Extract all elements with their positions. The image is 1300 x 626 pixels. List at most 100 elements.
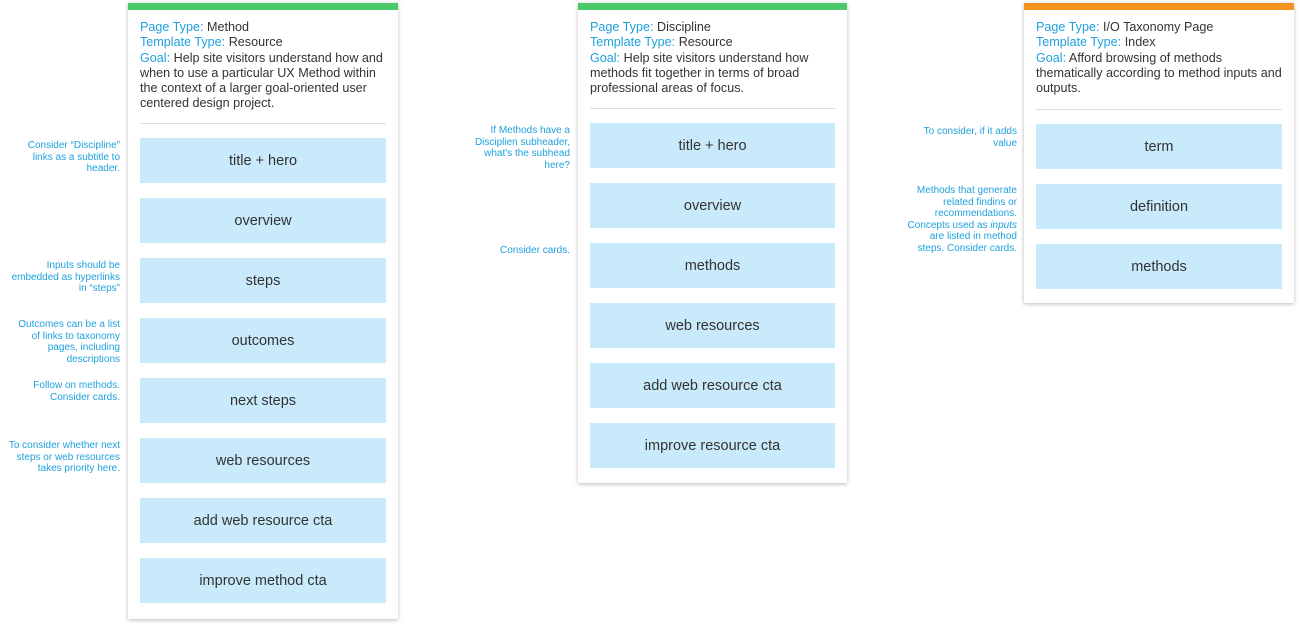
- goal-text-line: outputs.: [1036, 81, 1081, 96]
- section-steps[interactable]: steps: [140, 258, 386, 303]
- annotation-note: If Methods have a Disciplien subheader, …: [430, 125, 570, 171]
- page-type-row: Page Type: I/O Taxonomy Page: [1036, 20, 1282, 35]
- annotation-note: Outcomes can be a list of links to taxon…: [0, 319, 120, 365]
- header-divider: [590, 108, 835, 109]
- section-definition[interactable]: definition: [1036, 184, 1282, 229]
- note-line: what's the subhead: [484, 148, 570, 160]
- template-type-value: Resource: [678, 35, 733, 50]
- note-line: Consider cards.: [499, 245, 570, 256]
- goal-label: Goal:: [590, 50, 621, 65]
- note-line: If Methods have a: [490, 125, 571, 136]
- section-methods[interactable]: methods: [590, 243, 835, 288]
- section-title-hero[interactable]: title + hero: [590, 123, 835, 168]
- section-improve-resource-cta[interactable]: improve resource cta: [590, 423, 835, 468]
- note-line: Concepts used as inputs: [907, 219, 1017, 231]
- goal-text-line: centered design project.: [140, 96, 275, 111]
- note-line: Outcomes can be a list: [18, 319, 120, 330]
- template-type-label: Template Type:: [590, 35, 676, 50]
- page-type-row: Page Type: Discipline: [590, 20, 835, 35]
- template-type-label: Template Type:: [1036, 35, 1122, 50]
- annotation-note: To consider, if it adds value: [877, 126, 1017, 149]
- page-type-value: Method: [207, 20, 250, 34]
- template-type-value: Resource: [228, 35, 283, 50]
- annotation-note: Consider cards.: [430, 245, 570, 257]
- taxonomy-page-card: Page Type: I/O Taxonomy Page Template Ty…: [1024, 3, 1294, 303]
- note-line: header.: [86, 163, 120, 175]
- note-line: recommendations.: [934, 208, 1017, 220]
- template-type-row: Template Type: Resource: [140, 35, 386, 50]
- card-header: Page Type: I/O Taxonomy Page Template Ty…: [1024, 10, 1294, 96]
- section-overview[interactable]: overview: [140, 198, 386, 243]
- page-type-label: Page Type:: [590, 20, 654, 34]
- section-web-resources[interactable]: web resources: [140, 438, 386, 483]
- section-add-web-resource-cta[interactable]: add web resource cta: [140, 498, 386, 543]
- section-methods[interactable]: methods: [1036, 244, 1282, 289]
- note-line: Inputs should be: [46, 260, 120, 271]
- section-overview[interactable]: overview: [590, 183, 835, 228]
- annotation-note: Consider “Discipline” links as a subtitl…: [0, 140, 120, 175]
- annotation-note: Inputs should be embedded as hyperlinks …: [0, 260, 120, 295]
- goal-label: Goal:: [1036, 50, 1067, 65]
- note-line: To consider, if it adds: [923, 126, 1017, 137]
- goal-text-line: the context of a larger goal-oriented us…: [140, 81, 367, 96]
- annotation-note: Follow on methods. Consider cards.: [0, 380, 120, 403]
- section-improve-method-cta[interactable]: improve method cta: [140, 558, 386, 603]
- note-line: Consider cards.: [49, 391, 120, 403]
- goal-label: Goal:: [140, 50, 171, 65]
- goal-text-line: methods fit together in terms of broad: [590, 65, 800, 80]
- note-line: value: [993, 137, 1017, 149]
- page-type-value: Discipline: [657, 20, 711, 34]
- note-line: embedded as hyperlinks: [11, 271, 120, 283]
- note-line: To consider whether next: [8, 440, 120, 451]
- section-next-steps[interactable]: next steps: [140, 378, 386, 423]
- card-header: Page Type: Discipline Template Type: Res…: [578, 10, 847, 96]
- header-divider: [140, 123, 386, 124]
- note-line: descriptions: [66, 353, 120, 365]
- note-line: in “steps”: [78, 283, 120, 295]
- card-header: Page Type: Method Template Type: Resourc…: [128, 10, 398, 112]
- page-type-label: Page Type:: [140, 20, 204, 34]
- goal-row: Goal: Afford browsing of methods themati…: [1036, 51, 1282, 97]
- template-type-row: Template Type: Resource: [590, 35, 835, 50]
- goal-text-line: professional areas of focus.: [590, 81, 745, 96]
- section-term[interactable]: term: [1036, 124, 1282, 169]
- note-line: related findins or: [943, 196, 1017, 208]
- annotation-note: To consider whether next steps or web re…: [0, 440, 120, 475]
- note-line: pages, including: [47, 342, 120, 354]
- note-line: links as a subtitle to: [32, 151, 120, 163]
- discipline-page-card: Page Type: Discipline Template Type: Res…: [578, 3, 847, 483]
- goal-text-line: when to use a particular UX Method withi…: [140, 65, 376, 80]
- goal-text-line: Help site visitors understand how and: [173, 50, 383, 65]
- note-line: of links to taxonomy: [31, 330, 120, 342]
- page-type-label: Page Type:: [1036, 20, 1100, 34]
- goal-text-line: Afford browsing of methods: [1068, 50, 1222, 65]
- note-line: steps. Consider cards.: [917, 242, 1018, 254]
- page-type-value: I/O Taxonomy Page: [1103, 20, 1214, 34]
- annotation-note: Methods that generate related findins or…: [877, 185, 1017, 255]
- goal-row: Goal: Help site visitors understand how …: [590, 51, 835, 97]
- note-line: Disciplien subheader,: [474, 136, 570, 148]
- card-accent-bar: [1024, 3, 1294, 10]
- note-line: Consider “Discipline”: [27, 140, 120, 151]
- template-type-value: Index: [1124, 35, 1156, 50]
- section-web-resources[interactable]: web resources: [590, 303, 835, 348]
- goal-row: Goal: Help site visitors understand how …: [140, 51, 386, 112]
- template-type-row: Template Type: Index: [1036, 35, 1282, 50]
- section-outcomes[interactable]: outcomes: [140, 318, 386, 363]
- note-line: takes priority here.: [37, 463, 120, 475]
- card-accent-bar: [578, 3, 847, 10]
- note-line: steps or web resources: [16, 451, 120, 463]
- goal-text-line: thematically according to method inputs …: [1036, 65, 1282, 80]
- method-page-card: Page Type: Method Template Type: Resourc…: [128, 3, 398, 619]
- header-divider: [1036, 109, 1282, 110]
- goal-text-line: Help site visitors understand how: [623, 50, 809, 65]
- note-line: Follow on methods.: [33, 380, 120, 391]
- card-accent-bar: [128, 3, 398, 10]
- note-line: here?: [544, 159, 570, 171]
- note-line: are listed in method: [929, 231, 1017, 243]
- section-add-web-resource-cta[interactable]: add web resource cta: [590, 363, 835, 408]
- note-line: Methods that generate: [916, 185, 1017, 196]
- page-type-row: Page Type: Method: [140, 20, 386, 35]
- section-title-hero[interactable]: title + hero: [140, 138, 386, 183]
